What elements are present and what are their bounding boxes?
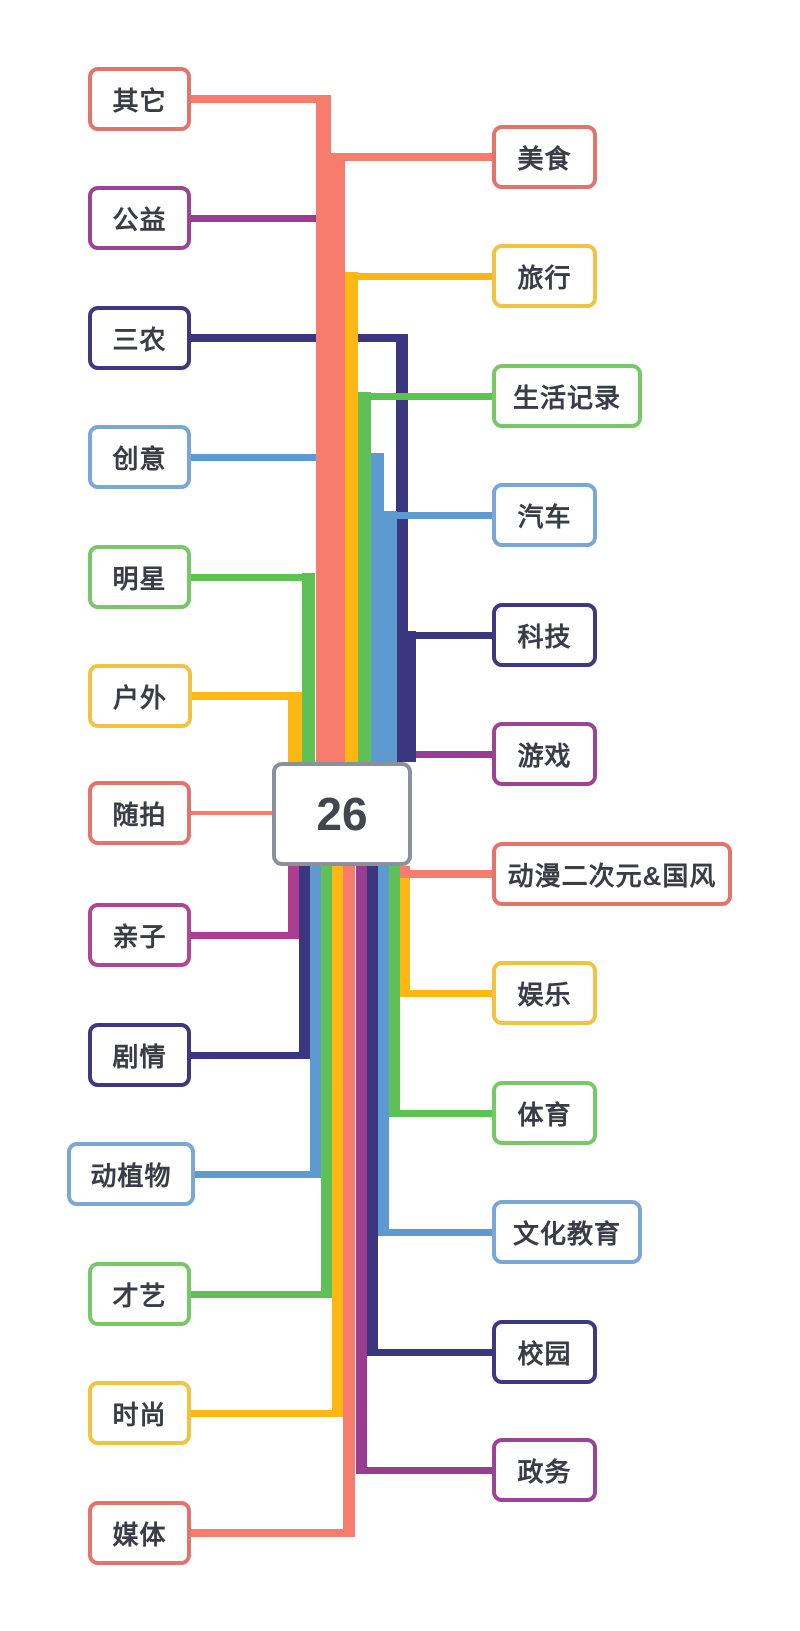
branch-node-campus[interactable]: 校园 [492, 1320, 597, 1384]
branch-node-fashion[interactable]: 时尚 [88, 1381, 191, 1445]
branch-node-life-record[interactable]: 生活记录 [492, 364, 642, 428]
branch-connector-vertical-media [343, 866, 355, 1537]
branch-node-label: 时尚 [112, 1399, 167, 1430]
branch-node-label: 旅行 [517, 262, 572, 293]
branch-node-label: 美食 [517, 143, 572, 174]
branch-connector-vertical-life-record [358, 392, 371, 762]
branch-connector-horizontal-food [331, 153, 492, 161]
branch-node-label: 娱乐 [517, 979, 572, 1010]
branch-node-celebrity[interactable]: 明星 [88, 545, 191, 609]
branch-connector-horizontal-snapshot [191, 811, 274, 815]
branch-connector-vertical-fashion [332, 866, 343, 1417]
branch-node-label: 创意 [112, 443, 167, 474]
branch-connector-horizontal-cars [384, 511, 492, 519]
branch-node-label: 三农 [112, 324, 167, 355]
central-node[interactable]: 26 [272, 762, 412, 866]
branch-connector-vertical-animals-plants [310, 866, 321, 1178]
branch-connector-horizontal-life-record [358, 392, 492, 400]
branch-node-parenting[interactable]: 亲子 [88, 903, 191, 967]
branch-node-other[interactable]: 其它 [88, 67, 191, 131]
branch-node-label: 明星 [112, 563, 167, 594]
branch-node-label: 剧情 [112, 1041, 167, 1072]
branch-connector-vertical-celebrity [302, 573, 315, 762]
branch-node-entertainment[interactable]: 娱乐 [492, 961, 597, 1025]
branch-node-cars[interactable]: 汽车 [492, 483, 597, 547]
branch-connector-vertical-sports [389, 866, 400, 1117]
branch-node-label: 随拍 [112, 799, 167, 830]
branch-connector-horizontal-agriculture [191, 334, 408, 342]
branch-node-outdoor[interactable]: 户外 [88, 664, 192, 728]
branch-connector-vertical-government [356, 866, 367, 1474]
branch-connector-horizontal-celebrity [191, 573, 315, 581]
branch-connector-vertical-drama [299, 866, 310, 1059]
branch-connector-vertical-travel [345, 272, 358, 762]
branch-node-creative[interactable]: 创意 [88, 425, 191, 489]
branch-connector-vertical-entertainment [400, 866, 410, 997]
branch-node-label: 汽车 [517, 501, 572, 532]
branch-connector-vertical-creative [371, 453, 384, 762]
branch-node-drama[interactable]: 剧情 [88, 1023, 191, 1087]
branch-node-food[interactable]: 美食 [492, 125, 597, 189]
branch-node-label: 其它 [112, 85, 167, 116]
branch-node-label: 媒体 [112, 1519, 167, 1550]
branch-node-label: 文化教育 [512, 1218, 621, 1249]
branch-node-government[interactable]: 政务 [492, 1438, 597, 1502]
branch-connector-horizontal-parenting [191, 931, 300, 939]
branch-connector-horizontal-sports [389, 1109, 492, 1117]
branch-node-label: 科技 [517, 621, 572, 652]
branch-node-snapshot[interactable]: 随拍 [88, 781, 191, 845]
branch-node-label: 游戏 [517, 740, 572, 771]
branch-connector-horizontal-other [191, 95, 331, 103]
branch-node-label: 政务 [517, 1456, 572, 1487]
branch-node-games[interactable]: 游戏 [492, 722, 597, 786]
branch-connector-horizontal-entertainment [400, 989, 492, 997]
branch-connector-horizontal-outdoor [192, 692, 302, 700]
branch-connector-horizontal-culture-education [378, 1228, 492, 1236]
branch-connector-vertical-other [316, 95, 331, 762]
branch-connector-vertical-technology [404, 631, 416, 762]
branch-connector-horizontal-charity [191, 214, 328, 222]
branch-connector-horizontal-government [356, 1466, 492, 1474]
branch-connector-horizontal-creative [191, 453, 384, 461]
branch-node-label: 公益 [112, 204, 167, 235]
branch-node-label: 体育 [517, 1099, 572, 1130]
branch-connector-horizontal-technology [404, 631, 492, 639]
branch-connector-vertical-parenting [288, 866, 300, 939]
branch-connector-vertical-culture-education [378, 866, 389, 1236]
central-node-label: 26 [316, 788, 368, 840]
branch-node-sports[interactable]: 体育 [492, 1081, 597, 1145]
branch-node-label: 校园 [517, 1338, 572, 1369]
branch-connector-horizontal-campus [367, 1348, 492, 1356]
branch-connector-horizontal-fashion [191, 1409, 343, 1417]
branch-node-agriculture[interactable]: 三农 [88, 306, 191, 370]
branch-connector-vertical-food [331, 153, 345, 762]
branch-node-label: 动植物 [90, 1160, 172, 1191]
branch-node-travel[interactable]: 旅行 [492, 244, 597, 308]
branch-node-label: 才艺 [112, 1280, 167, 1311]
branch-connector-horizontal-acg-guofeng [400, 870, 492, 878]
branch-connector-horizontal-talent [191, 1290, 332, 1298]
branch-node-technology[interactable]: 科技 [492, 603, 597, 667]
branch-connector-vertical-talent [321, 866, 332, 1298]
branch-node-animals-plants[interactable]: 动植物 [67, 1142, 195, 1206]
branch-node-acg-guofeng[interactable]: 动漫二次元&国风 [492, 842, 732, 906]
branch-node-label: 户外 [112, 682, 167, 713]
branch-connector-vertical-outdoor [288, 692, 302, 762]
branch-node-charity[interactable]: 公益 [88, 186, 191, 250]
branch-node-media[interactable]: 媒体 [88, 1501, 191, 1565]
branch-connector-horizontal-drama [191, 1051, 310, 1059]
branch-node-label: 亲子 [112, 921, 167, 952]
branch-node-talent[interactable]: 才艺 [88, 1262, 191, 1326]
branch-connector-vertical-campus [367, 866, 378, 1356]
branch-connector-horizontal-travel [345, 272, 492, 280]
branch-node-culture-education[interactable]: 文化教育 [492, 1200, 642, 1264]
branch-connector-vertical-cars [384, 511, 397, 762]
branch-connector-horizontal-animals-plants [195, 1170, 321, 1178]
branch-connector-horizontal-media [191, 1529, 355, 1537]
branch-connector-horizontal-games [404, 750, 492, 758]
branch-node-label: 生活记录 [512, 382, 621, 413]
branch-node-label: 动漫二次元&国风 [507, 860, 717, 891]
